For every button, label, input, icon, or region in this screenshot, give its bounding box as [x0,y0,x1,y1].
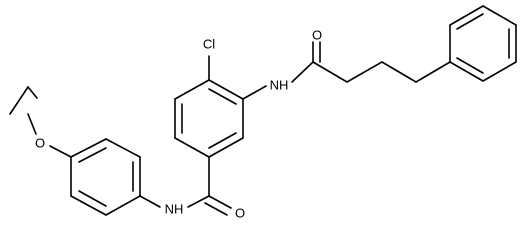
bond-ring3-inner-3 [456,57,484,74]
atom-ethoxy-o: O [35,135,45,150]
bond-co-2 [204,202,228,216]
bond-co-1 [208,195,232,209]
bond-ring3-c [482,5,517,26]
bonds [9,5,517,216]
bond-nh-carbonyl [291,61,314,83]
bond-ring1-a [70,138,107,158]
atom-chlorine: Cl [203,36,215,51]
bond-ring2-d [208,79,244,100]
bond-o-ring [49,145,72,158]
atom-anilide-nh: NH [165,201,184,216]
bond-ring2-c [174,79,210,100]
atom-amide1-o: O [235,205,245,220]
bond-ring1-n [139,195,161,208]
bond-ch2-o [27,86,38,99]
bond-ring3-inner-1 [456,13,484,30]
bond-n-carbonyl [187,195,210,208]
bond-ring2-f [208,137,244,158]
bond-ring3-f [449,61,484,82]
bond-ch3-ch2 [9,86,29,115]
bond-ring1-inner-1 [78,147,107,163]
bond-chain-3 [381,61,417,83]
bond-ring-nh [242,85,267,100]
bond-chain-1 [312,61,348,83]
atom-amide2-o: O [312,27,322,42]
atom-amide-nh: NH [270,77,289,92]
atom-labels: O O NH Cl NH O [27,27,322,220]
bond-ring1-b [105,138,141,158]
bond-chain-4 [415,61,451,83]
bond-ring1-d [105,195,141,216]
bond-ring3-e [482,61,517,82]
bond-ring1-e [70,195,107,216]
bond-ring1-inner-3 [78,190,107,207]
bond-ring2-a [174,137,210,158]
bond-ring2-inner-2 [208,88,237,105]
bond-chain-2 [346,61,383,83]
bond-ring2-inner-3 [208,132,237,149]
bond-ring3-b [449,5,484,26]
bond-ch2-o-lower [27,113,37,135]
